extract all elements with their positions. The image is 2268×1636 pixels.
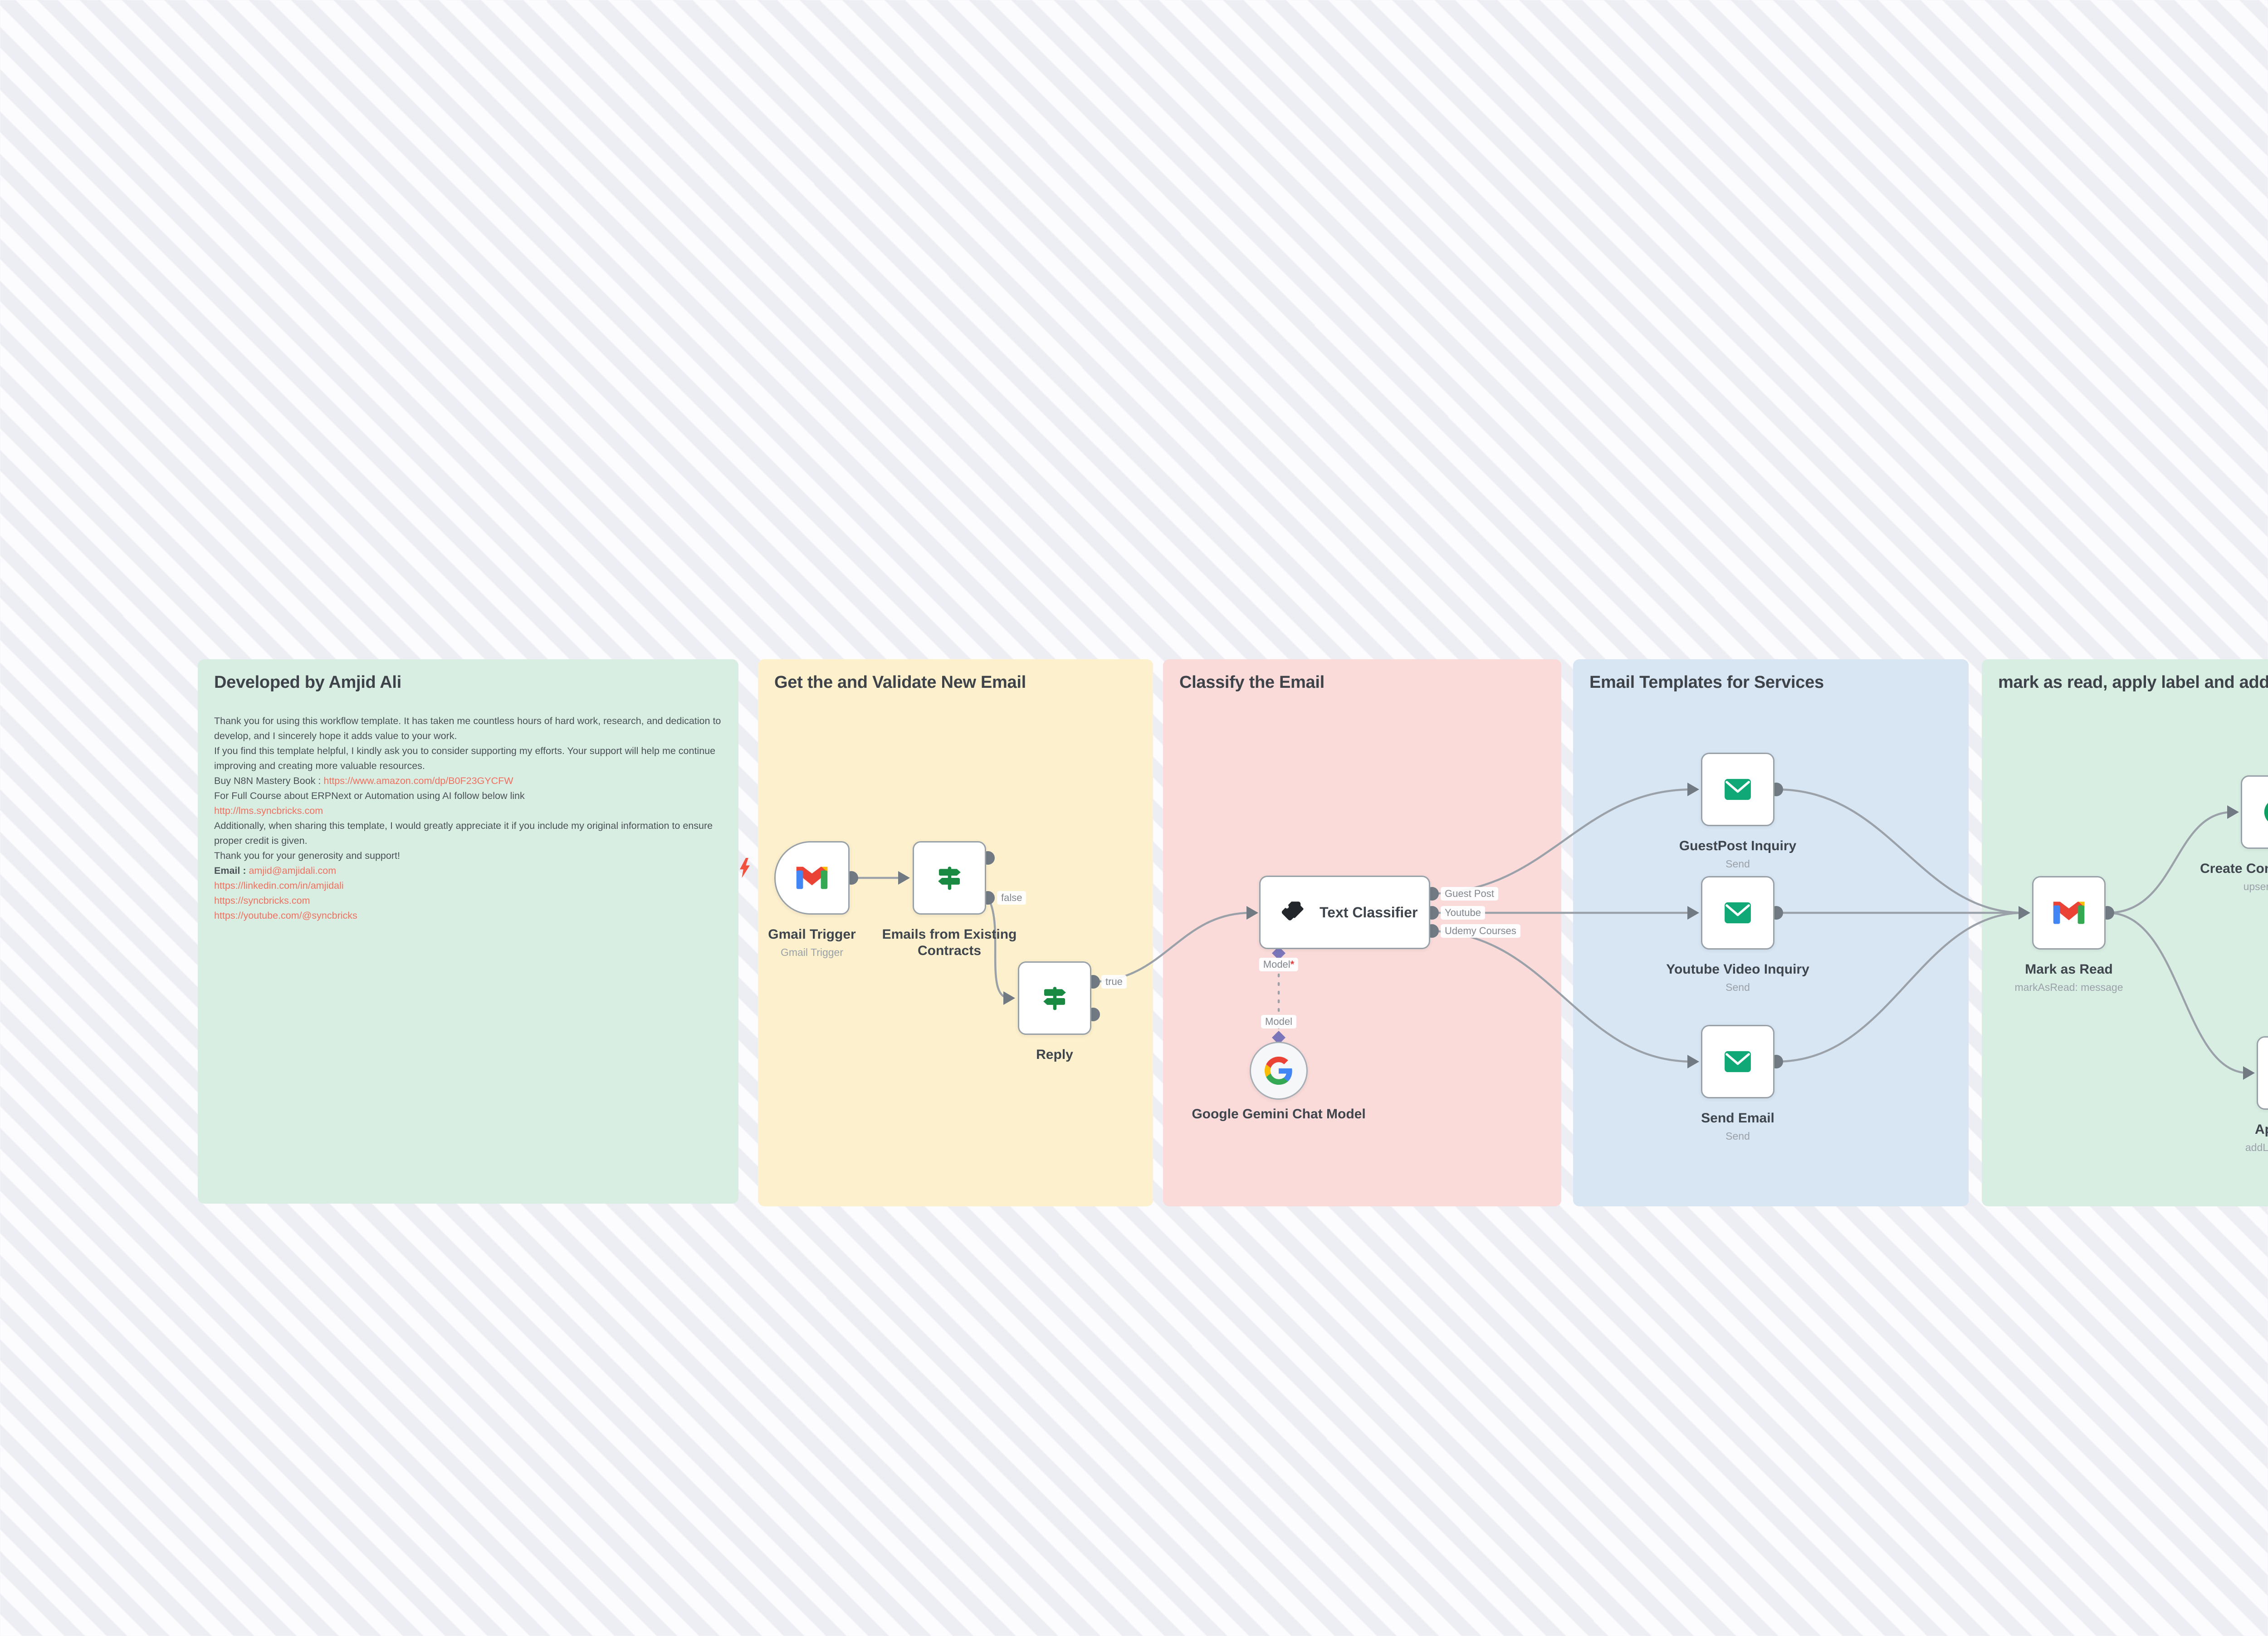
output-label-true: true [1101, 975, 1127, 989]
note-paragraph: Thank you for using this workflow templa… [214, 715, 721, 741]
connection-udemy [1432, 930, 1693, 1063]
note-paragraph: Additionally, when sharing this template… [214, 820, 713, 846]
node-text-classifier[interactable]: Text Classifier [1259, 876, 1430, 949]
output-label-youtube: Youtube [1441, 906, 1485, 920]
note-paragraph: Buy N8N Mastery Book : https://www.amazo… [214, 774, 722, 789]
input-port[interactable] [1687, 906, 1699, 920]
input-port[interactable] [2019, 906, 2030, 920]
connection-markread-to-applylabel [2107, 911, 2249, 1074]
brevo-icon: B [2261, 796, 2268, 828]
input-port[interactable] [2227, 805, 2239, 819]
input-port[interactable] [1246, 906, 1258, 920]
node-send-email[interactable] [1701, 1025, 1774, 1098]
node-guestpost-inquiry[interactable] [1701, 753, 1774, 826]
model-ports [1272, 946, 1286, 1044]
if-signpost-icon [934, 863, 964, 893]
note-title: Developed by Amjid Ali [214, 673, 401, 692]
note-paragraph: For Full Course about ERPNext or Automat… [214, 790, 525, 801]
note-title: Classify the Email [1179, 673, 1325, 692]
input-port[interactable] [1687, 1055, 1699, 1068]
node-google-gemini-chat-model[interactable] [1250, 1042, 1308, 1100]
tag-icon [1280, 899, 1307, 926]
note-paragraph: If you find this template helpful, I kin… [214, 745, 716, 771]
google-g-icon [1265, 1057, 1293, 1085]
node-apply-label[interactable] [2257, 1036, 2268, 1110]
email-link[interactable]: amjid@amjidali.com [249, 865, 337, 876]
connection-guestpost-to-markread [1776, 788, 2024, 914]
input-ports [898, 783, 2255, 1080]
output-label-udemy-courses: Udemy Courses [1441, 924, 1520, 938]
envelope-icon [1721, 773, 1755, 806]
input-port[interactable] [1687, 783, 1699, 796]
note-title: Email Templates for Services [1589, 673, 1824, 692]
node-youtube-video-inquiry[interactable] [1701, 876, 1774, 950]
node-gmail-trigger[interactable] [774, 841, 850, 915]
syncbricks-link[interactable]: https://syncbricks.com [214, 895, 310, 906]
note-paragraph: http://lms.syncbricks.com [214, 803, 722, 818]
note-paragraph: https://youtube.com/@syncbricks [214, 908, 722, 923]
note-paragraph: Email : amjid@amjidali.com [214, 863, 722, 878]
amazon-book-link[interactable]: https://www.amazon.com/dp/B0F23GYCFW [323, 775, 513, 786]
sticky-note-get-validate-email[interactable]: Get the and Validate New Email [758, 659, 1153, 1206]
output-label-false: false [997, 891, 1026, 905]
connection-true-to-classifier [1093, 911, 1251, 983]
output-label-guest-post: Guest Post [1441, 887, 1498, 901]
note-paragraph: Thank you for your generosity and suppor… [214, 850, 400, 861]
connection-markread-to-brevo [2107, 811, 2233, 914]
note-title: mark as read, apply label and add to con… [1998, 673, 2268, 692]
note-paragraph: https://linkedin.com/in/amjidali [214, 878, 722, 893]
required-star: * [1290, 959, 1295, 970]
input-port[interactable] [1003, 991, 1015, 1005]
email-label: Email : [214, 865, 249, 876]
envelope-icon [1721, 896, 1755, 930]
connection-guestpost [1432, 788, 1693, 895]
sticky-note-mark-read-label-contact[interactable]: mark as read, apply label and add to con… [1982, 659, 2268, 1206]
lightning-bolt-icon [738, 858, 751, 880]
node-emails-from-existing-contracts[interactable] [913, 841, 986, 915]
youtube-channel-link[interactable]: https://youtube.com/@syncbricks [214, 910, 357, 921]
input-port[interactable] [2243, 1066, 2255, 1080]
note-body: Thank you for using this workflow templa… [214, 714, 722, 923]
if-signpost-icon [1040, 983, 1070, 1013]
sticky-note-developed-by[interactable]: Developed by Amjid Ali Thank you for usi… [198, 659, 738, 1204]
lms-link[interactable]: http://lms.syncbricks.com [214, 805, 323, 816]
gmail-icon [2051, 899, 2087, 927]
node-reply[interactable] [1018, 961, 1091, 1035]
book-label: Buy N8N Mastery Book : [214, 775, 324, 786]
envelope-icon [1721, 1045, 1755, 1078]
gmail-icon [794, 864, 830, 892]
connection-false-to-reply [987, 897, 1010, 999]
note-paragraph: https://syncbricks.com [214, 893, 722, 908]
model-label: Model [1261, 1015, 1296, 1029]
connection-sendemail-to-markread [1776, 911, 2024, 1063]
input-port[interactable] [898, 871, 910, 885]
note-title: Get the and Validate New Email [774, 673, 1026, 692]
node-mark-as-read[interactable] [2032, 876, 2106, 950]
node-inline-title: Text Classifier [1320, 904, 1418, 921]
node-create-contact-in-brevo[interactable]: B [2241, 775, 2268, 849]
linkedin-link[interactable]: https://linkedin.com/in/amjidali [214, 880, 344, 891]
model-port-diamond[interactable] [1272, 1031, 1286, 1044]
model-required-label: Model* [1259, 958, 1299, 971]
model-label-text: Model [1263, 959, 1290, 970]
model-port-diamond[interactable] [1272, 946, 1286, 960]
sticky-note-email-templates[interactable]: Email Templates for Services [1573, 659, 1969, 1206]
